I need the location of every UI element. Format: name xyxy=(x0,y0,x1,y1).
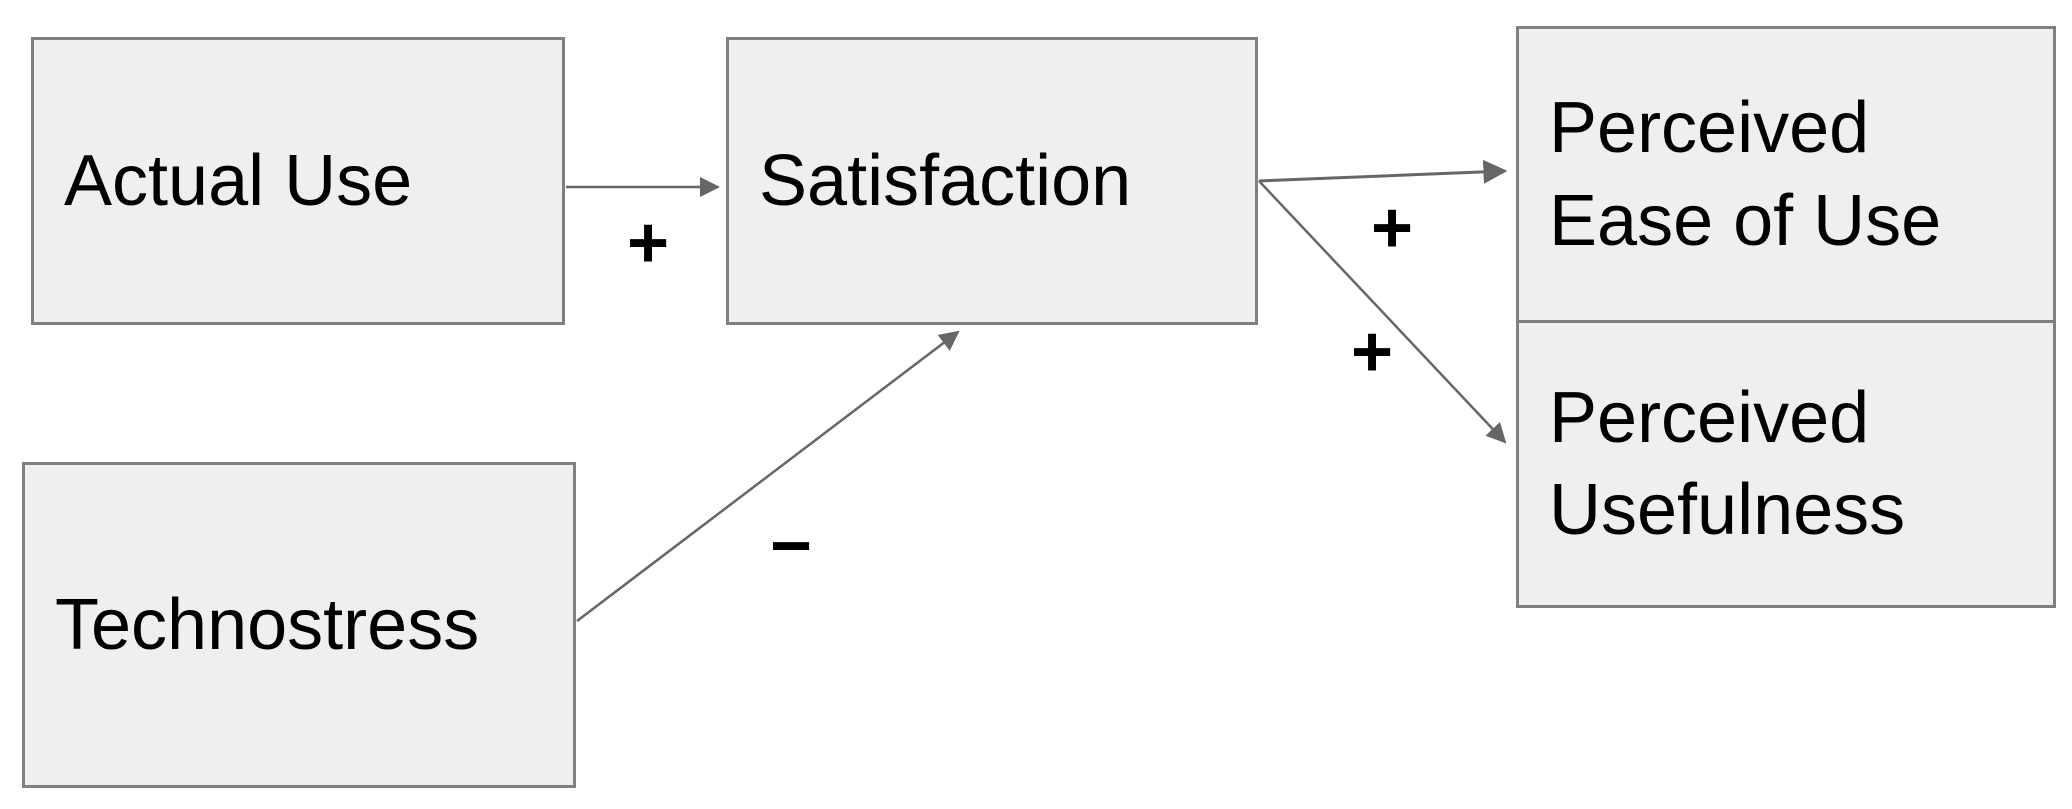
edge-sign-satisfaction-to-perceived-ease-of-use: + xyxy=(1370,188,1414,268)
edge-sign-actual-use-to-satisfaction: + xyxy=(626,203,670,283)
node-technostress: Technostress xyxy=(22,462,576,788)
edge-sign-satisfaction-to-perceived-usefulness: + xyxy=(1350,312,1394,392)
edge-sign-technostress-to-satisfaction: − xyxy=(769,506,813,586)
node-label: Satisfaction xyxy=(759,140,1132,221)
edge-technostress-to-satisfaction xyxy=(576,330,960,622)
node-satisfaction: Satisfaction xyxy=(726,37,1258,325)
node-perceived-ease-of-use: Perceived Ease of Use xyxy=(1516,26,2056,320)
node-label: Technostress xyxy=(55,584,480,665)
node-perceived-usefulness: Perceived Usefulness xyxy=(1516,320,2056,608)
node-actual-use: Actual Use xyxy=(31,37,565,325)
node-label: Perceived Ease of Use xyxy=(1549,88,1942,261)
node-label: Perceived Usefulness xyxy=(1549,377,1906,550)
edge-satisfaction-to-perceived-ease-of-use xyxy=(1258,159,1508,184)
node-label: Actual Use xyxy=(64,140,413,221)
